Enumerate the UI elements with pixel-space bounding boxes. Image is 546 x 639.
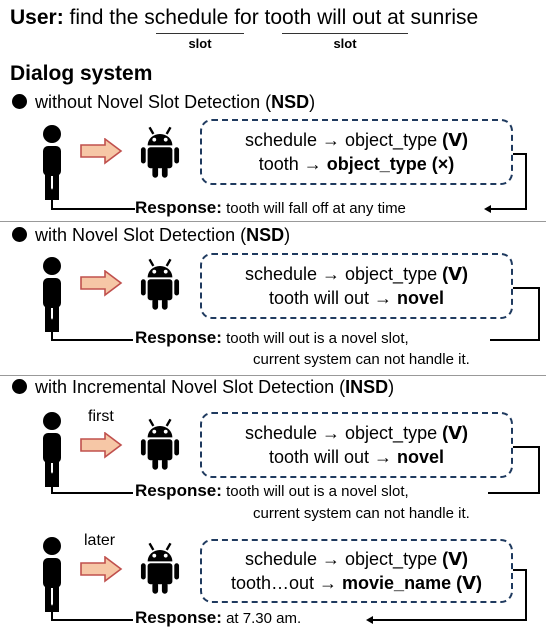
section-1-title: without Novel Slot Detection (NSD) [12, 92, 315, 113]
user-prefix: User: [10, 6, 64, 29]
response-3-cont: current system can not handle it. [253, 505, 470, 522]
slot-a-text: schedule [144, 6, 229, 29]
slot-a-tag: slot [188, 36, 212, 51]
slot-line-1: schedule → object_type (ᐯ) [244, 549, 469, 569]
bullet-icon [12, 227, 27, 242]
slot-b-underline [282, 33, 408, 34]
slot-b-tag: slot [333, 36, 357, 51]
slot-box-1: schedule → object_type (ᐯ) tooth → objec… [200, 119, 513, 185]
step-label-later: later [84, 532, 116, 549]
slot-line-2: tooth will out → novel [268, 447, 445, 467]
user-text-1: find the [69, 6, 139, 29]
response-2-cont: current system can not handle it. [253, 351, 470, 368]
slot-b-text: tooth will out [264, 6, 382, 29]
section-divider [0, 375, 546, 376]
user-text-2: for [234, 6, 259, 29]
response-3: Response: tooth will out is a novel slot… [135, 481, 409, 500]
right-arrow-icon [80, 556, 122, 582]
android-robot-icon [140, 126, 180, 179]
right-arrow-icon [80, 138, 122, 164]
slot-line-2: tooth → object_type (×) [258, 154, 455, 174]
section-divider [0, 221, 546, 222]
slot-line-2: tooth…out → movie_name (ᐯ) [230, 573, 483, 593]
slot-box-3: schedule → object_type (ᐯ) tooth will ou… [200, 412, 513, 478]
response-1: Response: tooth will fall off at any tim… [135, 198, 406, 217]
right-arrow-icon [80, 270, 122, 296]
slot-box-2: schedule → object_type (ᐯ) tooth will ou… [200, 253, 513, 319]
right-arrow-icon [80, 432, 122, 458]
person-icon [43, 537, 61, 612]
slot-line-1: schedule → object_type (ᐯ) [244, 423, 469, 443]
section-2-title: with Novel Slot Detection (NSD) [12, 225, 290, 246]
step-label-first: first [88, 408, 114, 425]
bullet-icon [12, 379, 27, 394]
slot-line-2: tooth will out → novel [268, 288, 445, 308]
android-robot-icon [140, 542, 180, 595]
user-utterance: User: find the schedule for tooth will o… [10, 6, 478, 30]
slot-a-underline [156, 33, 244, 34]
slot-line-1: schedule → object_type (ᐯ) [244, 264, 469, 284]
response-4: Response: at 7.30 am. [135, 608, 302, 627]
dialog-system-title: Dialog system [10, 62, 153, 85]
slot-line-1: schedule → object_type (ᐯ) [244, 130, 469, 150]
response-2: Response: tooth will out is a novel slot… [135, 328, 409, 347]
section-3-title: with Incremental Novel Slot Detection (I… [12, 377, 394, 398]
user-text-3: at sunrise [387, 6, 479, 29]
android-robot-icon [140, 258, 180, 311]
slot-box-4: schedule → object_type (ᐯ) tooth…out → m… [200, 539, 513, 603]
android-robot-icon [140, 418, 180, 471]
bullet-icon [12, 94, 27, 109]
